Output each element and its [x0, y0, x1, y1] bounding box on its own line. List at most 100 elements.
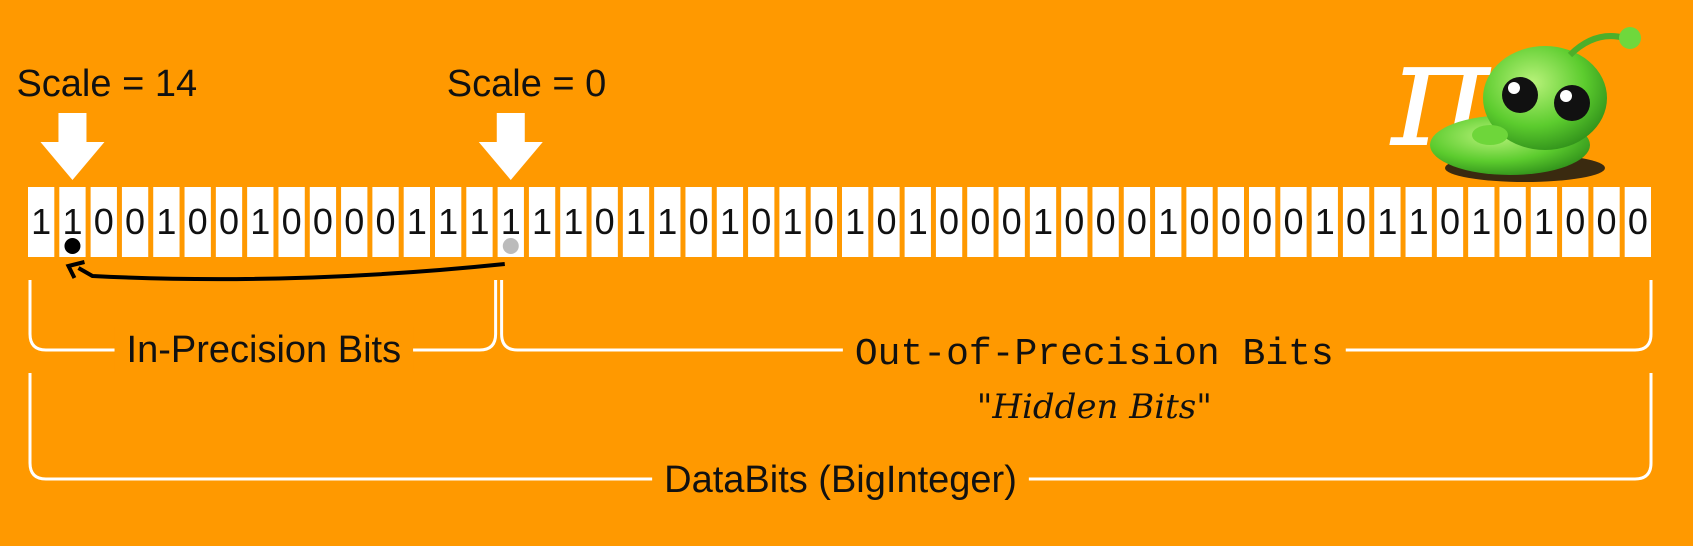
shift-arrow-line: [77, 262, 505, 282]
bit-value: 1: [563, 201, 583, 242]
bit-cell: [528, 187, 556, 257]
bit-value: 0: [219, 201, 239, 242]
bit-value: 1: [469, 201, 489, 242]
bit-value: 0: [344, 201, 364, 242]
bit-cell: [121, 187, 149, 257]
bit-value: 0: [939, 201, 959, 242]
databits-label: DataBits (BigInteger): [664, 459, 1017, 501]
shift-arrow-head: [65, 260, 85, 279]
bit-value: 0: [1346, 201, 1366, 242]
bit-value: 1: [908, 201, 928, 242]
target-bit-dot: [64, 238, 81, 254]
bit-cell: [1186, 187, 1213, 257]
bit-cell: [372, 187, 399, 257]
bit-cell: [247, 187, 274, 257]
bit-value: 1: [845, 201, 865, 242]
bit-cell: [810, 187, 837, 257]
hidden-bits-label: "Hidden Bits": [977, 387, 1212, 427]
bit-value: 1: [250, 201, 270, 242]
bit-cell: [873, 187, 900, 257]
bit-value: 1: [657, 201, 677, 242]
bit-cell: [685, 187, 712, 257]
scale-markers: Scale = 14 Scale = 0: [16, 63, 606, 180]
bit-cell: [1624, 187, 1651, 257]
bit-cell: [748, 187, 775, 257]
out-of-precision-label: Out-of-Precision Bits: [855, 333, 1334, 376]
bit-value: 0: [282, 201, 302, 242]
bit-cell: [1593, 187, 1620, 257]
bit-value: 1: [626, 201, 646, 242]
down-arrow-icon: [40, 113, 105, 180]
bit-cell: [309, 187, 337, 257]
bit-cell: [1562, 187, 1589, 257]
bit-cell: [779, 187, 806, 257]
bit-cell: [591, 187, 618, 257]
bit-cell: [90, 187, 117, 257]
bit-cell: [1217, 187, 1244, 257]
in-precision-label: In-Precision Bits: [127, 329, 402, 371]
bit-cell: [278, 187, 305, 257]
bit-cell: [153, 187, 180, 257]
bit-cell: [716, 187, 744, 257]
bit-value: 1: [31, 201, 51, 242]
bit-cell: [622, 187, 650, 257]
bit-value: 1: [1033, 201, 1053, 242]
bit-value: 1: [407, 201, 427, 242]
bit-value: 0: [1002, 201, 1022, 242]
bit-value: 0: [689, 201, 709, 242]
bit-value: 0: [751, 201, 771, 242]
bit-value: 0: [1565, 201, 1585, 242]
bit-cell: [215, 187, 243, 257]
bit-cell: [1342, 187, 1370, 257]
bit-value: 1: [501, 201, 521, 242]
scale-marker-label: Scale = 0: [447, 63, 607, 105]
bit-cell: [1468, 187, 1495, 257]
bit-cell: [435, 187, 462, 257]
bit-value: 0: [1252, 201, 1272, 242]
bit-value: 1: [1534, 201, 1554, 242]
bit-value: 1: [156, 201, 176, 242]
bit-value: 1: [720, 201, 740, 242]
bit-value: 1: [1158, 201, 1178, 242]
bit-value: 0: [814, 201, 834, 242]
bit-value: 0: [1221, 201, 1241, 242]
bit-cell: [184, 187, 211, 257]
bit-value: 1: [62, 201, 82, 242]
bit-cell: [1249, 187, 1276, 257]
bit-value: 0: [1503, 201, 1523, 242]
bit-cell: [1155, 187, 1182, 257]
bit-value: 0: [1440, 201, 1460, 242]
bit-value: 0: [1283, 201, 1303, 242]
bit-value: 1: [783, 201, 803, 242]
bit-value: 0: [94, 201, 114, 242]
bit-cell: [1530, 187, 1558, 257]
scale-marker-label: Scale = 14: [16, 63, 197, 105]
bit-value: 0: [125, 201, 145, 242]
bit-value: 0: [1190, 201, 1210, 242]
bit-value: 0: [313, 201, 333, 242]
bit-cell: [466, 187, 493, 257]
bit-value: 1: [1377, 201, 1397, 242]
bit-cell: [935, 187, 963, 257]
bit-cell: [1405, 187, 1432, 257]
bit-value: 0: [1096, 201, 1116, 242]
bit-cell: [998, 187, 1025, 257]
bit-cell: [1436, 187, 1464, 257]
bit-value: 0: [1127, 201, 1147, 242]
bit-cell: [1123, 187, 1151, 257]
bit-cell: [1374, 187, 1401, 257]
bit-cell: [403, 187, 430, 257]
bit-cell: [560, 187, 587, 257]
bit-value: 0: [1597, 201, 1617, 242]
bit-cell: [341, 187, 368, 257]
bit-value: 1: [1471, 201, 1491, 242]
bit-cell: [967, 187, 994, 257]
bit-cell: [1029, 187, 1057, 257]
bit-cell: [1280, 187, 1307, 257]
bit-value: 1: [1409, 201, 1429, 242]
bit-value: 0: [376, 201, 396, 242]
bit-value: 0: [1628, 201, 1648, 242]
bit-value: 0: [876, 201, 896, 242]
bit-value: 0: [1064, 201, 1084, 242]
